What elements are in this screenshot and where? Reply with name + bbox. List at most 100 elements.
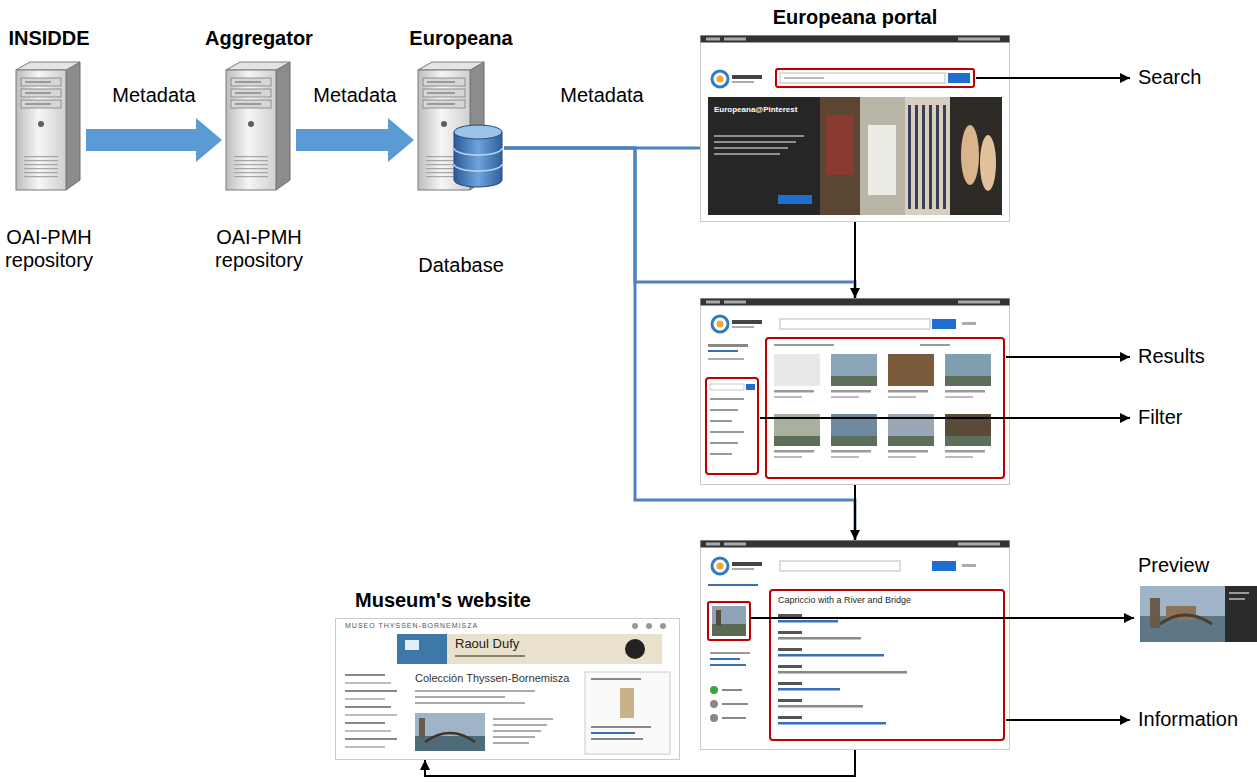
graphic-rect (235, 81, 261, 83)
graphic-rect (712, 606, 746, 636)
database-cylinder (454, 125, 502, 187)
graphic-rect (710, 652, 750, 654)
graphic-rect (778, 716, 802, 719)
graphic-rect (826, 115, 854, 175)
server-tower (226, 62, 290, 190)
graphic-rect (958, 543, 1000, 546)
graphic-rect (701, 299, 1010, 306)
graphic-rect (831, 354, 877, 386)
graphic-rect (397, 634, 447, 664)
graphic-rect (945, 354, 991, 386)
graphic-rect (710, 442, 738, 444)
graphic-rect (708, 584, 758, 586)
thumbnail-tower (1150, 598, 1160, 628)
text-slot: Filter (1138, 406, 1182, 429)
graphic-circle (248, 121, 254, 127)
graphic-rect (945, 436, 991, 446)
database-icon-art (418, 62, 504, 190)
graphic-rect (706, 301, 720, 304)
graphic-rect (345, 738, 397, 740)
graphic-rect (908, 105, 911, 209)
graphic-rect (945, 390, 985, 393)
graphic-rect (774, 390, 814, 393)
graphic-rect (25, 103, 51, 105)
graphic-rect (778, 699, 802, 702)
graphic-circle (646, 623, 652, 629)
graphic-rect (701, 541, 1010, 750)
graphic-rect (860, 97, 905, 215)
graphic-rect (701, 299, 1010, 485)
item-screenshot-art (700, 540, 1010, 750)
graphic-rect (778, 637, 861, 640)
graphic-rect (868, 125, 896, 195)
exhibition-title: Raoul Dufy (455, 637, 519, 652)
graphic-rect (710, 453, 732, 455)
graphic-rect (591, 738, 643, 740)
graphic-rect (710, 409, 738, 411)
item-title: Capriccio with a River and Bridge (778, 595, 911, 605)
graphic-circle (660, 623, 666, 629)
graphic-ellipse (980, 135, 996, 191)
graphic-rect (493, 724, 547, 726)
graphic-rect (746, 384, 755, 390)
graphic-rect (345, 698, 385, 700)
website-title: Museum's website (355, 589, 531, 612)
graphic-rect (345, 682, 391, 684)
graphic-rect (710, 420, 732, 422)
graphic-path (66, 62, 80, 190)
graphic-rect (778, 665, 802, 668)
graphic-circle (717, 563, 724, 570)
graphic-rect (714, 141, 796, 143)
graphic-rect (231, 89, 271, 97)
graphic-rect (929, 105, 932, 209)
server-icon-art (226, 62, 292, 190)
graphic-rect (336, 619, 680, 760)
graphic-rect (888, 436, 934, 446)
graphic-rect (888, 396, 916, 398)
graphic-rect (423, 100, 465, 108)
graphic-rect (710, 398, 744, 400)
graphic-rect (774, 450, 814, 453)
graphic-rect (888, 456, 916, 458)
graphic-rect (774, 436, 820, 446)
graphic-rect (778, 614, 802, 617)
museum-screenshot: Museum's websiteMUSEO THYSSEN-BORNEMISZA… (335, 618, 680, 760)
graphic-rect (710, 658, 740, 660)
thumbnail-panel (1225, 586, 1257, 642)
graphic-path (425, 733, 475, 742)
portal-title: Europeana portal (773, 6, 937, 29)
graphic-rect (778, 631, 802, 634)
graphic-rect (21, 78, 61, 86)
results-page (701, 299, 1010, 485)
graphic-circle (710, 700, 718, 708)
graphic-rect (732, 326, 754, 328)
portal-screenshot: Europeana portalEuropeana@Pinterest (700, 35, 1010, 222)
graphic-rect (962, 564, 976, 567)
graphic-rect (774, 456, 802, 458)
graphic-path (276, 62, 290, 190)
museum-page (336, 619, 680, 760)
graphic-circle (625, 639, 645, 659)
graphic-rect (732, 75, 762, 79)
graphic-rect (922, 105, 925, 209)
graphic-rect (345, 714, 397, 716)
graphic-rect (706, 38, 720, 41)
text-slot: Museum's website (355, 589, 531, 612)
graphic-rect (888, 354, 934, 386)
text-slot: Results (1138, 345, 1205, 368)
graphic-rect (766, 338, 1004, 478)
thumbnail-bridge (1160, 615, 1212, 624)
graphic-rect (231, 100, 271, 108)
graphic-rect (780, 319, 930, 329)
graphic-rect (724, 301, 746, 304)
banner-title: Europeana@Pinterest (714, 105, 797, 114)
graphic-rect (945, 376, 991, 386)
graphic-rect (778, 705, 863, 708)
graphic-rect (423, 78, 465, 86)
collection-title: Colección Thyssen-Bornemisza (415, 672, 569, 685)
graphic-rect (455, 655, 525, 657)
portal-screenshot-art (700, 35, 1010, 222)
